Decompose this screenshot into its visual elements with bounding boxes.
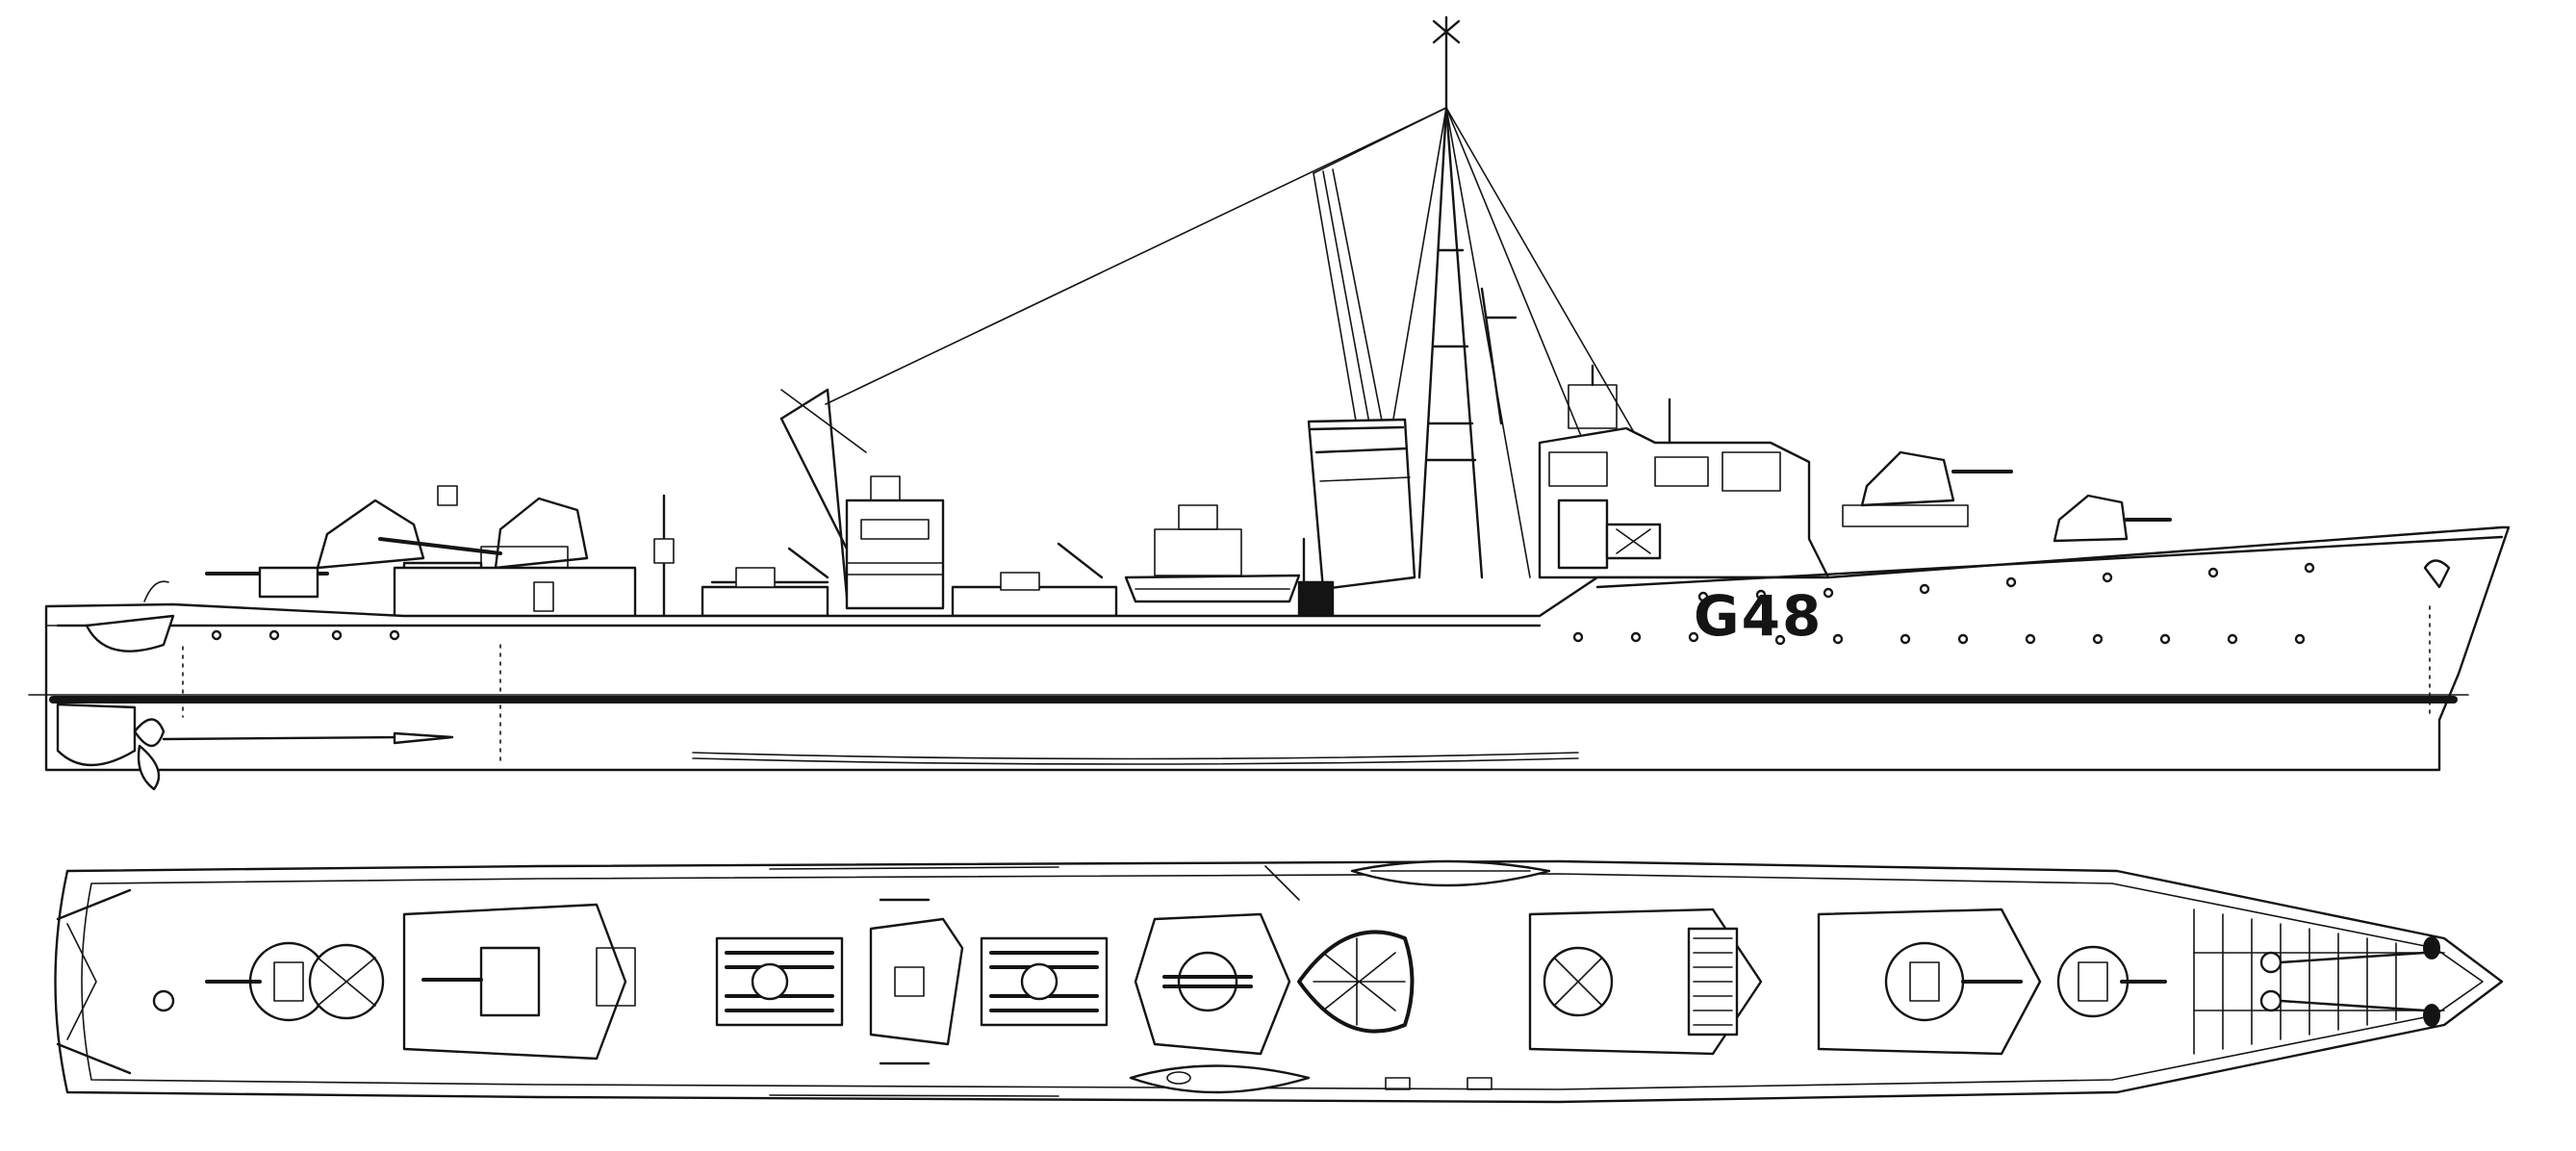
after-superstructure [845,475,945,610]
side-elevation: G48 [28,15,2511,791]
ship-boat [1124,504,1335,623]
pennant-number: G48 [1694,583,1823,649]
plan-searchlight-platform [1134,912,1291,1056]
plan-gun-b [1817,908,2042,1056]
plan-gun-a [2056,945,2167,1018]
portholes [211,562,2315,646]
plan-after-deckhouse [308,903,636,1061]
funnel [1307,418,1416,591]
draught-marks [182,605,2431,766]
stern-guard [45,580,175,652]
bow-anchor [2423,559,2451,589]
after-deckhouse [393,494,675,623]
plan-bridge [1528,908,1763,1056]
main-mast [1417,15,1484,579]
plan-deck-fittings [769,865,1492,1097]
plan-torpedo-after [715,936,844,1027]
deck-edge-inner [81,873,2484,1090]
plan-boat-lower [1129,1064,1311,1094]
hull-side [28,525,2511,772]
rudder-propeller [56,703,454,791]
plan-torpedo-forward [980,936,1109,1027]
plan-forecastle-planking [2193,908,2445,1055]
torpedo-tubes-forward [951,542,1118,618]
torpedo-tubes-after [701,547,829,618]
yard-arm [1480,287,1518,425]
plan-view [54,859,2504,1104]
plan-gun-y [205,941,329,1022]
rigging-lines [780,107,1646,578]
plan-torpedo-center [869,898,964,1065]
forward-gun-a [2053,494,2172,543]
plan-anchor-gear [2259,936,2440,1027]
plan-funnel [1297,930,1415,1034]
forward-gun-b [1842,450,2013,527]
plan-boat-upper [1350,859,1551,887]
stern-rails [56,888,175,1075]
after-gun-y [205,499,425,599]
bridge-superstructure [1538,364,1830,579]
